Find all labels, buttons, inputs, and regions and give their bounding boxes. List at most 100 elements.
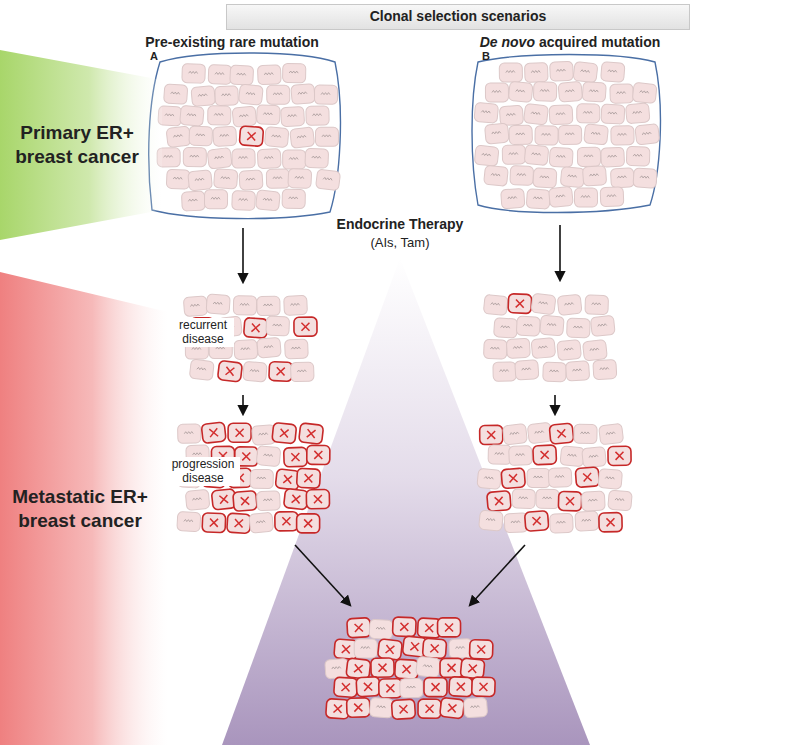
cell	[267, 85, 290, 104]
cell	[526, 189, 550, 209]
cell	[189, 359, 214, 381]
cell	[610, 168, 634, 188]
mutant-cell	[294, 317, 317, 336]
cell	[283, 150, 306, 169]
cell	[633, 168, 657, 189]
cell	[166, 169, 190, 189]
therapy-triangle	[222, 258, 590, 745]
cell	[515, 360, 539, 381]
mutant-cell	[438, 618, 461, 637]
cell	[208, 106, 231, 125]
cell	[608, 490, 633, 511]
cell	[509, 125, 533, 145]
cell	[567, 318, 591, 338]
mutant-cell	[608, 446, 631, 465]
cell	[549, 147, 573, 167]
cell	[232, 191, 256, 211]
mutant-cell	[233, 491, 257, 512]
arrow	[295, 545, 350, 605]
mutant-cell	[346, 658, 371, 679]
cell	[232, 106, 257, 127]
cell	[506, 338, 530, 358]
cell	[282, 189, 305, 208]
mutant-cell	[575, 467, 599, 488]
stage-band: Primary ER+ breast cancer	[0, 50, 162, 240]
cell	[632, 82, 657, 103]
cell	[524, 63, 548, 83]
cell	[243, 361, 267, 382]
cell	[582, 82, 606, 102]
cell	[590, 315, 615, 336]
cell	[601, 62, 625, 83]
stage-note: recurrent disease	[172, 318, 234, 347]
cell	[501, 188, 525, 209]
cell	[510, 166, 534, 186]
cell	[305, 148, 329, 168]
cell	[232, 149, 255, 169]
cell	[282, 63, 305, 82]
band-shape	[0, 272, 168, 745]
cell	[574, 188, 597, 207]
cell	[499, 105, 523, 125]
cell	[257, 337, 281, 358]
mutant-cell	[227, 513, 251, 533]
cell	[306, 106, 329, 125]
cell	[204, 190, 227, 209]
mutant-cell	[508, 294, 532, 314]
cell	[524, 144, 549, 165]
cell	[256, 446, 281, 467]
cell	[315, 169, 340, 191]
cell	[601, 147, 625, 167]
cell	[257, 296, 280, 315]
cell	[536, 489, 559, 508]
cell	[474, 145, 499, 166]
panel-letter: B	[482, 50, 490, 63]
cell	[508, 81, 533, 102]
mutant-cell	[272, 423, 297, 444]
cell	[485, 83, 508, 102]
mutant-cell	[424, 678, 447, 697]
cell	[416, 656, 441, 678]
mutant-cell	[472, 677, 496, 697]
cell	[249, 512, 274, 533]
cell	[523, 103, 548, 125]
cell	[257, 65, 281, 85]
cell	[206, 294, 230, 315]
cell	[577, 104, 600, 123]
mutant-cell	[244, 318, 268, 339]
cell	[533, 82, 556, 102]
mutant-cell	[201, 422, 226, 443]
cell	[550, 61, 574, 81]
cell	[213, 126, 237, 146]
stage-band: Metastatic ER+ breast cancer	[0, 272, 168, 745]
cell	[582, 446, 607, 467]
mutant-cell	[371, 658, 394, 677]
cell	[256, 491, 280, 511]
cell	[178, 424, 201, 443]
cell	[531, 293, 556, 315]
cell	[485, 123, 510, 144]
cell	[208, 65, 232, 85]
cell	[585, 295, 609, 315]
cell	[549, 105, 573, 125]
arrow	[242, 395, 244, 414]
cell	[582, 340, 607, 361]
cell	[584, 124, 609, 145]
cell	[257, 148, 281, 168]
cell	[164, 84, 188, 105]
cell	[601, 104, 625, 124]
mutant-cell	[347, 618, 371, 638]
cell	[369, 619, 393, 639]
mutant-cell	[284, 488, 309, 509]
cell	[191, 85, 216, 106]
cell	[189, 126, 213, 146]
mutant-cell	[440, 658, 463, 677]
cell	[185, 489, 210, 510]
stage-note: progression disease	[166, 457, 240, 486]
mutant-cell	[460, 658, 485, 679]
mutant-cell	[501, 468, 525, 489]
cell	[230, 65, 254, 85]
cell	[284, 295, 308, 315]
header-text: Clonal selection scenarios	[370, 8, 547, 26]
mutant-cell	[217, 360, 242, 382]
